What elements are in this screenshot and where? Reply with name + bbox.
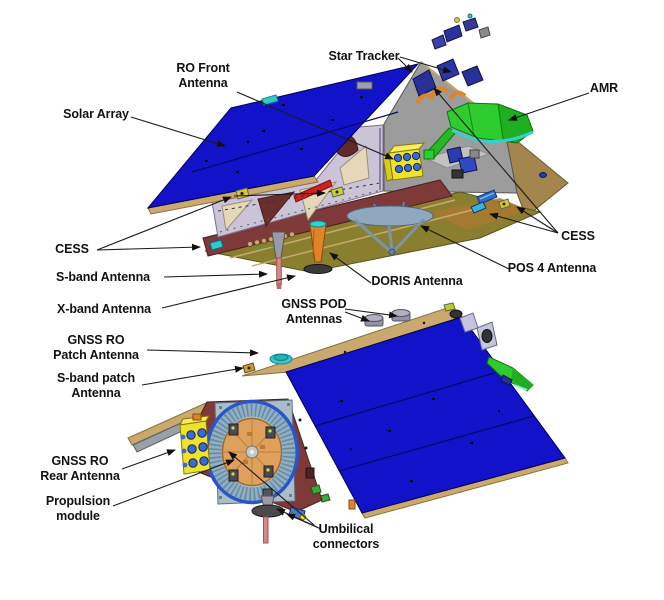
label-text: Propulsion — [45, 494, 111, 508]
gnss-ro-rear-antenna-box — [179, 413, 211, 475]
label-text: Star Tracker — [328, 49, 400, 63]
label-text: Antennas — [285, 311, 343, 326]
label-text: RO Front — [176, 61, 230, 75]
wing-fastener — [539, 172, 547, 178]
pointer-gnss-pod-2 — [344, 308, 398, 319]
star-tracker-baffles-above-deck — [431, 13, 491, 50]
pointer-s-band-antenna — [163, 270, 268, 278]
label-s-band-antenna: S-band Antenna — [56, 270, 150, 285]
solar-array-top — [146, 63, 420, 215]
ro-front-antenna-box — [382, 142, 426, 182]
x-band-antenna-hardware — [303, 264, 333, 274]
pointer-amr — [508, 92, 590, 121]
pointer-umbilical-2 — [286, 513, 322, 530]
label-text: Antenna — [178, 75, 228, 90]
thruster-clusters — [228, 423, 276, 482]
satellite-top-view-illustration — [146, 13, 569, 289]
label-text: GNSS RO — [67, 333, 125, 347]
pointer-gnss-ro-rear — [121, 449, 176, 470]
label-text: POS 4 Antenna — [507, 261, 597, 275]
s-band-antenna-hardware — [271, 231, 286, 289]
label-text: GNSS RO — [51, 454, 109, 468]
label-text: CESS — [561, 229, 595, 243]
label-text: CESS — [55, 242, 89, 256]
gps-electronics-boxes — [446, 146, 480, 179]
pointer-cess-left-1 — [96, 243, 201, 251]
propulsion-module — [204, 399, 300, 505]
pointer-propulsion — [112, 459, 235, 507]
label-text: connectors — [312, 536, 380, 551]
pointer-doris-antenna — [329, 252, 372, 284]
label-text: GNSS POD — [281, 297, 347, 311]
label-gnss-ro-rear-antenna: GNSS RO Rear Antenna — [40, 454, 120, 483]
hinge-fitting — [356, 81, 373, 90]
label-text: Patch Antenna — [53, 347, 139, 362]
pointer-gnss-pod-1 — [344, 311, 370, 322]
pointer-cess-left-3 — [233, 189, 326, 197]
pointer-star-tracker-1 — [397, 57, 413, 73]
label-text: DORIS Antenna — [371, 274, 463, 288]
label-pos-4-antenna: POS 4 Antenna — [508, 261, 597, 276]
label-cess-left: CESS — [55, 242, 89, 257]
label-text: S-band Antenna — [56, 270, 150, 284]
pos-4-antenna-hardware — [346, 201, 434, 256]
label-text: Umbilical — [318, 522, 374, 536]
label-text: module — [56, 508, 100, 523]
label-cess-right: CESS — [561, 229, 595, 244]
pointer-gnss-ro-patch — [146, 349, 259, 357]
label-text: Antenna — [71, 385, 121, 400]
label-solar-array: Solar Array — [63, 107, 129, 122]
doris-antenna-hardware — [309, 220, 327, 263]
label-text: S-band patch — [57, 371, 135, 385]
amr-horn-rear-view — [486, 356, 534, 392]
label-gnss-ro-patch-antenna: GNSS RO Patch Antenna — [53, 333, 139, 362]
label-x-band-antenna: X-band Antenna — [57, 302, 151, 317]
label-text: Solar Array — [63, 107, 129, 121]
pointer-cess-right-2 — [516, 206, 559, 234]
label-text: X-band Antenna — [57, 302, 151, 316]
side-thruster-band — [202, 179, 453, 257]
pointer-solar-array — [130, 116, 226, 147]
pointer-cess-right-1 — [489, 212, 559, 234]
side-truss-panel — [211, 124, 384, 238]
pointer-s-band-patch — [141, 365, 244, 386]
pointer-umbilical-3 — [228, 451, 315, 526]
label-gnss-pod-antennas: GNSS POD Antennas — [281, 297, 346, 326]
star-tracker-covers-rear — [459, 312, 498, 351]
label-ro-front-antenna: RO Front Antenna — [176, 61, 229, 90]
label-text: AMR — [589, 81, 619, 95]
label-doris-antenna: DORIS Antenna — [371, 274, 462, 289]
pointer-ro-front-antenna — [236, 91, 394, 160]
annotation-pointer-lines — [96, 56, 590, 530]
label-umbilical-connectors: Umbilical connectors — [313, 522, 379, 551]
pointer-cess-left-2 — [96, 196, 232, 251]
umbilical-connector-hardware — [251, 488, 307, 544]
pointer-cess-right-3 — [433, 87, 559, 234]
label-text: Rear Antenna — [40, 468, 120, 483]
amr-radiometer — [423, 102, 534, 160]
label-star-tracker: Star Tracker — [328, 49, 399, 64]
label-amr: AMR — [590, 81, 618, 96]
pointer-x-band-antenna — [161, 274, 296, 309]
label-propulsion-module: Propulsion module — [46, 494, 110, 523]
pointer-pos-4-antenna — [420, 225, 510, 270]
pointer-star-tracker-2 — [399, 56, 452, 74]
satellite-bottom-view-illustration — [127, 302, 569, 544]
label-s-band-patch-antenna: S-band patch Antenna — [57, 371, 135, 400]
